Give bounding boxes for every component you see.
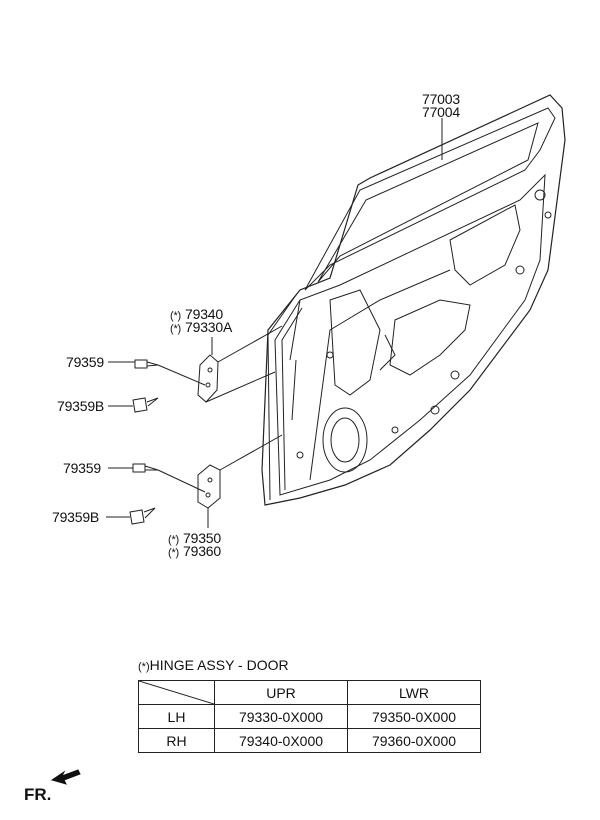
upper-hinge bbox=[197, 354, 219, 403]
door-hole bbox=[430, 405, 440, 415]
door-hole bbox=[391, 426, 399, 434]
front-arrow-icon bbox=[50, 769, 81, 785]
cell-upr-part: 79330-0X000 bbox=[214, 704, 348, 729]
upper-hinge-hole bbox=[207, 367, 213, 373]
row-side-label: RH bbox=[138, 728, 215, 753]
upper-hinge-dash bbox=[217, 325, 283, 363]
upper-bolt-79359-dash bbox=[157, 364, 206, 386]
hinge-table: UPR LWR LH 79330-0X000 79350-0X000 RH 79… bbox=[138, 680, 481, 753]
asterisk-mark: (*) bbox=[168, 547, 180, 559]
table-corner-cell bbox=[138, 680, 215, 705]
upper-hinge-code: 79340 bbox=[185, 306, 223, 322]
door-hole bbox=[534, 189, 546, 201]
front-direction-label: FR. bbox=[24, 785, 52, 804]
table-header-row: UPR LWR bbox=[138, 680, 481, 705]
row-side-label: LH bbox=[138, 704, 215, 729]
door-window-inner bbox=[317, 122, 539, 283]
door-edge-flange bbox=[267, 294, 303, 501]
lower-hinge bbox=[197, 464, 221, 509]
cell-upr-part: 79340-0X000 bbox=[214, 728, 348, 753]
door-part-number: 77003 bbox=[422, 91, 460, 107]
asterisk-mark: (*) bbox=[138, 661, 150, 673]
table-row: RH 79340-0X000 79360-0X000 bbox=[138, 728, 481, 753]
door-side-bar bbox=[289, 269, 451, 481]
upper-hinge-hole bbox=[205, 382, 211, 388]
door-cutout-mid bbox=[389, 299, 471, 376]
door-hole bbox=[450, 370, 460, 380]
asterisk-mark: (*) bbox=[170, 323, 182, 335]
speaker-opening-inner bbox=[330, 417, 360, 463]
lower-bolt-79359-dash bbox=[157, 469, 206, 493]
lower-hinge-dash bbox=[219, 434, 283, 471]
door-hole bbox=[296, 451, 304, 459]
lower-hinge-part-number: (*)79350 bbox=[168, 531, 221, 547]
asterisk-mark: (*) bbox=[168, 534, 180, 546]
lower-hinge-part-number-alt: (*)79360 bbox=[168, 544, 221, 560]
lower-bolt-79359b bbox=[129, 507, 156, 525]
upper-bolt-79359b bbox=[132, 397, 159, 413]
door-hole bbox=[326, 351, 334, 359]
upper-bolt-label: 79359 bbox=[66, 354, 104, 370]
lower-bolt-b-label: 79359B bbox=[52, 509, 100, 525]
column-header-lwr: LWR bbox=[347, 680, 481, 705]
cell-lwr-part: 79360-0X000 bbox=[347, 728, 481, 753]
upper-bolt-79359 bbox=[134, 359, 159, 369]
door-window-frame bbox=[304, 107, 556, 291]
door-cutout-upper bbox=[449, 204, 521, 286]
lower-bolt-79359 bbox=[132, 463, 159, 473]
upper-hinge-part-number-alt: (*)79330A bbox=[170, 320, 232, 336]
upper-hinge-dash-2 bbox=[205, 371, 276, 403]
diagonal-divider bbox=[139, 681, 214, 704]
lower-hinge-code-alt: 79360 bbox=[183, 543, 221, 559]
cell-lwr-part: 79350-0X000 bbox=[347, 704, 481, 729]
asterisk-mark: (*) bbox=[170, 310, 182, 322]
lower-hinge-hole bbox=[207, 477, 213, 483]
hinge-note: (*)HINGE ASSY - DOOR bbox=[138, 657, 289, 673]
column-header-upr: UPR bbox=[214, 680, 348, 705]
hinge-note-text: HINGE ASSY - DOOR bbox=[149, 657, 289, 673]
table-row: LH 79330-0X000 79350-0X000 bbox=[138, 704, 481, 729]
speaker-opening bbox=[322, 407, 368, 473]
upper-bolt-b-label: 79359B bbox=[57, 398, 105, 414]
door-reinforcement bbox=[329, 289, 396, 396]
upper-hinge-part-number: (*)79340 bbox=[170, 307, 223, 323]
lower-bolt-label: 79359 bbox=[63, 460, 101, 476]
door-hole bbox=[515, 265, 525, 275]
lower-hinge-code: 79350 bbox=[183, 530, 221, 546]
door-outer-frame bbox=[261, 94, 566, 506]
door-hole bbox=[544, 211, 552, 219]
door-part-number-alt: 77004 bbox=[422, 104, 460, 120]
lower-hinge-hole bbox=[205, 492, 211, 498]
upper-hinge-code-alt: 79330A bbox=[185, 319, 233, 335]
